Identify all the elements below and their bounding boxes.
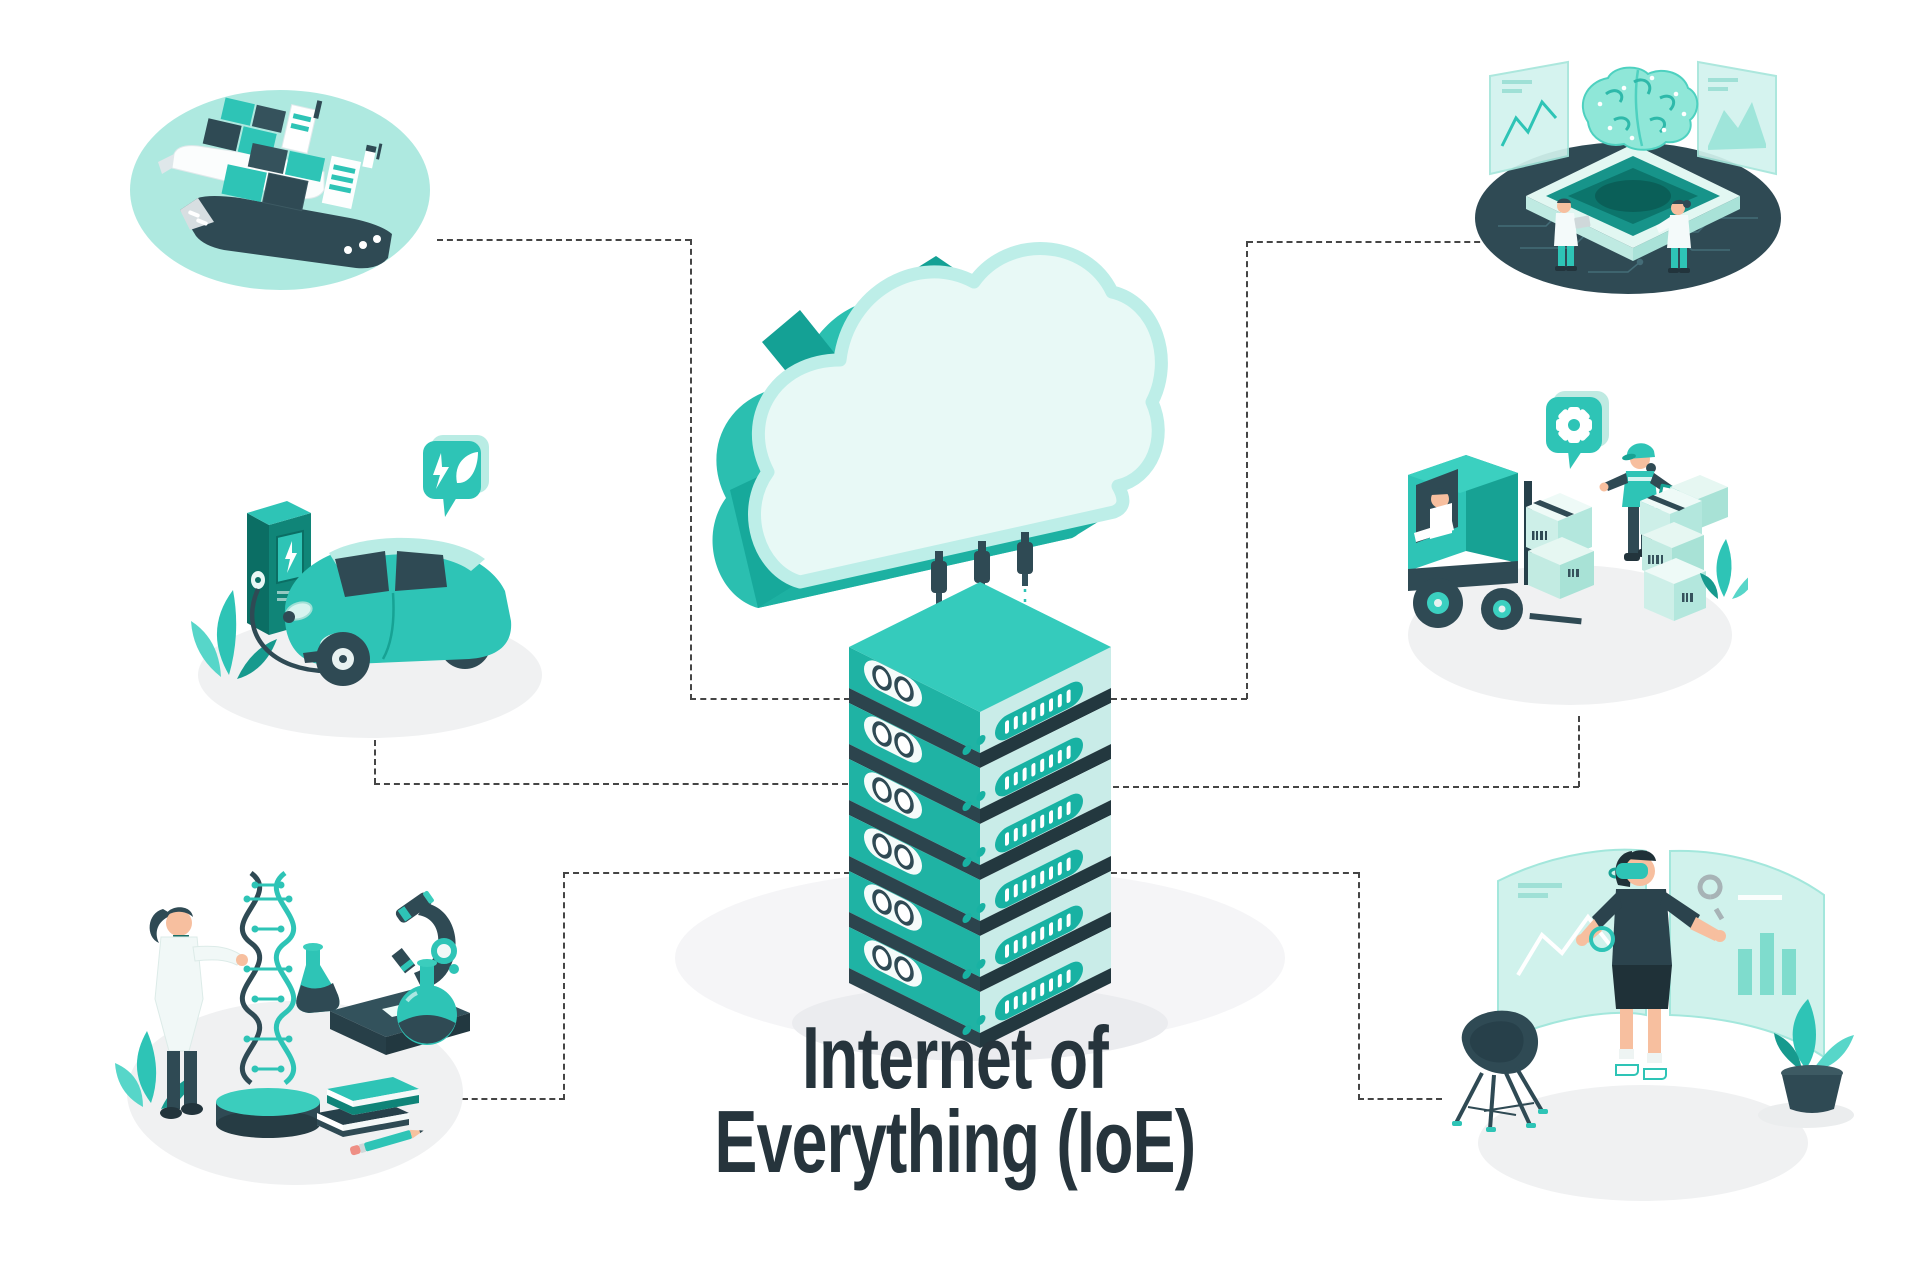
- title-line-2: Everything (IoE): [714, 1092, 1197, 1191]
- connector-vr-v: [1358, 872, 1360, 1100]
- eco-speech-bubble-icon: [423, 435, 489, 517]
- warehouse-logistics-icon: [1408, 391, 1748, 705]
- connector-forklift-v: [1578, 716, 1580, 787]
- vr-person-figure: [1576, 850, 1726, 1080]
- cargo-ships-icon: [130, 90, 430, 290]
- hand-cursor-icon: [1697, 874, 1725, 921]
- vr-interface-icon: [1452, 848, 1854, 1201]
- connector-science-h2: [563, 872, 850, 874]
- connector-forklift-h: [1113, 786, 1579, 788]
- leaf-icon: [456, 452, 478, 484]
- erlenmeyer-flask-icon: [296, 943, 340, 1013]
- science-lab-icon: [115, 870, 470, 1185]
- connector-vr-h2: [1358, 1098, 1442, 1100]
- server-stack-icon: [849, 582, 1111, 1048]
- electric-car-icon: [283, 537, 512, 686]
- connector-ai-v: [1246, 241, 1248, 699]
- connector-ai-h2: [1111, 698, 1247, 700]
- server-top-face: [849, 582, 1111, 712]
- dna-helix-icon: [216, 870, 320, 1138]
- server-units: [849, 582, 1111, 1048]
- potted-plant-icon: [1774, 999, 1854, 1113]
- connector-ai-h1: [1247, 241, 1490, 243]
- ai-brain-icon: [1475, 60, 1781, 294]
- box-stack: [1640, 475, 1728, 621]
- dark-cargo-ship: [180, 143, 392, 269]
- scientist-figure: [149, 907, 248, 1119]
- pencil-icon: [350, 1129, 424, 1156]
- cloud-icon: [712, 242, 1168, 705]
- plant-leaves-icon: [1700, 539, 1748, 599]
- ev-charging-icon: [191, 435, 542, 738]
- brain-icon: [1581, 66, 1699, 151]
- chair-icon: [1452, 1010, 1548, 1132]
- connector-science-h1: [462, 1098, 565, 1100]
- server-port-panels: [864, 660, 922, 987]
- chart-screen-left: [1489, 60, 1569, 176]
- chart-screen-right: [1697, 60, 1777, 176]
- connector-ships-h1: [437, 239, 691, 241]
- forklift-truck-icon: [1408, 455, 1582, 630]
- person-left: [1554, 198, 1591, 271]
- vr-screen-panels: [1497, 848, 1825, 1059]
- connector-ships-v: [690, 239, 692, 700]
- person-right: [1656, 199, 1691, 273]
- page-title: Internet of Everything (IoE): [258, 1008, 1652, 1191]
- books-icon: [317, 1077, 419, 1137]
- boxes-on-forks: [1526, 493, 1594, 599]
- round-flask-icon: [397, 959, 457, 1045]
- gear-speech-bubble-icon: [1546, 391, 1609, 469]
- server-led-bars: [962, 681, 1083, 1036]
- connector-car-v: [374, 721, 376, 784]
- connector-car-h: [374, 783, 848, 785]
- connector-vr-h1: [1111, 872, 1359, 874]
- vr-headset-icon: [1616, 863, 1648, 879]
- connector-ships-h2: [690, 698, 850, 700]
- title-line-1: Internet of: [801, 1008, 1109, 1107]
- lightning-icon: [433, 453, 449, 489]
- connector-science-v: [563, 872, 565, 1100]
